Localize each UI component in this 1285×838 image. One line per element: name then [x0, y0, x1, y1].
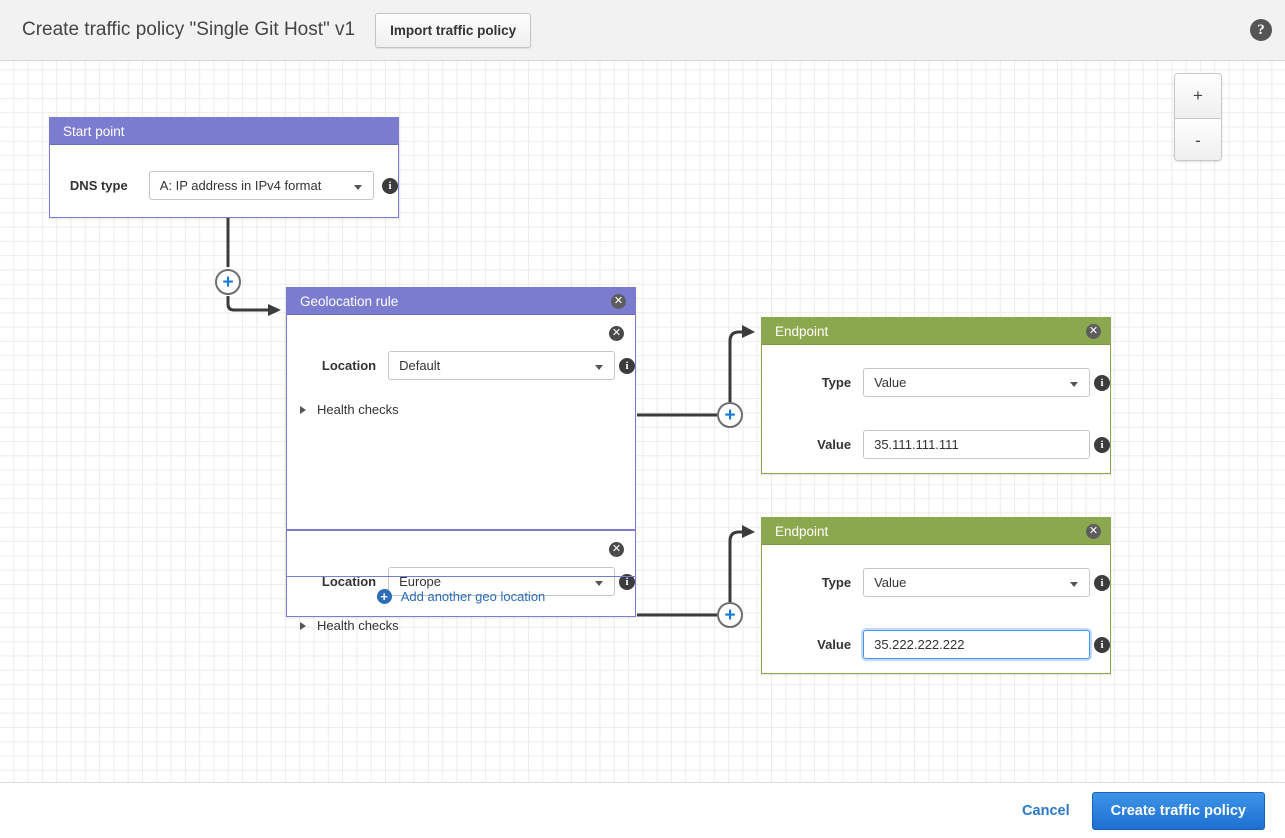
endpoint-2-value-label: Value: [817, 637, 852, 652]
add-node-endpoint-1[interactable]: +: [717, 402, 743, 428]
location-2-label: Location: [321, 574, 377, 589]
footer-actions: Cancel Create traffic policy: [0, 782, 1285, 838]
import-traffic-policy-button[interactable]: Import traffic policy: [375, 12, 532, 48]
endpoint-1-title: Endpoint ✕: [762, 318, 1110, 345]
dns-type-row: DNS type A: IP address in IPv4 format i: [50, 145, 398, 200]
connector-lines: [226, 218, 755, 617]
location-1-label: Location: [321, 358, 377, 373]
start-point-title: Start point: [50, 118, 398, 145]
zoom-in-button[interactable]: +: [1175, 74, 1221, 118]
add-another-geo-location-button[interactable]: + Add another geo location: [287, 576, 635, 616]
endpoint-2-value-info-icon[interactable]: i: [1094, 636, 1110, 653]
endpoint-card-1: Endpoint ✕ Type Value i Value 35.111.111…: [761, 317, 1111, 474]
zoom-out-button[interactable]: -: [1175, 118, 1221, 160]
endpoint-2-type-label: Type: [821, 575, 852, 590]
endpoint-1-type-label: Type: [821, 375, 852, 390]
zoom-controls[interactable]: + -: [1174, 73, 1222, 161]
geolocation-rule-title-text: Geolocation rule: [300, 294, 399, 309]
geo-location-row-2: ✕ Location Europe i Health checks: [287, 531, 635, 731]
location-1-field-row: Location Default i: [287, 315, 635, 380]
add-node-endpoint-2[interactable]: +: [717, 602, 743, 628]
endpoint-1-type-select[interactable]: Value: [863, 368, 1090, 397]
endpoint-2-type-info-icon[interactable]: i: [1094, 574, 1110, 591]
endpoint-1-value-row: Value 35.111.111.111 i: [762, 397, 1110, 459]
endpoint-1-type-row: Type Value i: [762, 345, 1110, 397]
create-traffic-policy-button[interactable]: Create traffic policy: [1091, 791, 1265, 830]
close-endpoint-2-icon[interactable]: ✕: [1086, 524, 1101, 539]
remove-geo-location-1-icon[interactable]: ✕: [609, 326, 624, 341]
endpoint-2-value-row: Value 35.222.222.222 i: [762, 597, 1110, 659]
endpoint-2-value-input[interactable]: 35.222.222.222: [863, 630, 1090, 659]
health-checks-toggle-1[interactable]: Health checks: [300, 402, 635, 417]
cancel-button[interactable]: Cancel: [1022, 802, 1070, 819]
start-point-card: Start point DNS type A: IP address in IP…: [49, 117, 399, 218]
endpoint-2-type-row: Type Value i: [762, 545, 1110, 597]
health-checks-label-2: Health checks: [317, 618, 399, 633]
geolocation-rule-card: Geolocation rule ✕ ✕ Location Default i …: [286, 287, 636, 633]
chevron-right-icon: [300, 405, 306, 414]
location-2-select[interactable]: Europe: [388, 567, 615, 596]
dns-type-label: DNS type: [69, 178, 128, 193]
help-icon[interactable]: ?: [1250, 19, 1272, 41]
endpoint-2-title: Endpoint ✕: [762, 518, 1110, 545]
plus-circle-icon: +: [376, 589, 392, 604]
policy-canvas[interactable]: + - Start point DNS type A: IP address i…: [0, 61, 1285, 782]
health-checks-toggle-2[interactable]: Health checks: [300, 618, 635, 633]
endpoint-1-type-info-icon[interactable]: i: [1094, 374, 1110, 391]
add-node-after-start-point[interactable]: +: [215, 269, 241, 295]
endpoint-card-2: Endpoint ✕ Type Value i Value 35.222.222…: [761, 517, 1111, 674]
endpoint-1-value-label: Value: [817, 437, 852, 452]
endpoint-1-value-info-icon[interactable]: i: [1094, 436, 1110, 453]
endpoint-1-value-input[interactable]: 35.111.111.111: [863, 430, 1090, 459]
location-1-info-icon[interactable]: i: [619, 357, 635, 374]
endpoint-1-title-text: Endpoint: [775, 324, 829, 339]
chevron-right-icon: [300, 621, 306, 630]
remove-geo-location-2-icon[interactable]: ✕: [609, 542, 624, 557]
location-2-field-row: Location Europe i: [287, 531, 635, 596]
endpoint-2-type-select[interactable]: Value: [863, 568, 1090, 597]
dns-type-select[interactable]: A: IP address in IPv4 format: [148, 171, 374, 200]
geo-location-row-1: ✕ Location Default i Health checks: [287, 315, 635, 531]
dns-type-info-icon[interactable]: i: [382, 177, 398, 194]
endpoint-2-title-text: Endpoint: [775, 524, 829, 539]
page-title: Create traffic policy "Single Git Host" …: [22, 19, 356, 40]
geolocation-rule-title: Geolocation rule ✕: [287, 288, 635, 315]
app-header: Create traffic policy "Single Git Host" …: [0, 0, 1285, 61]
add-another-geo-location-label: Add another geo location: [400, 589, 546, 604]
health-checks-label-1: Health checks: [317, 402, 399, 417]
close-endpoint-1-icon[interactable]: ✕: [1086, 324, 1101, 339]
close-geolocation-rule-icon[interactable]: ✕: [611, 294, 626, 309]
location-2-info-icon[interactable]: i: [619, 573, 635, 590]
location-1-select[interactable]: Default: [388, 351, 615, 380]
